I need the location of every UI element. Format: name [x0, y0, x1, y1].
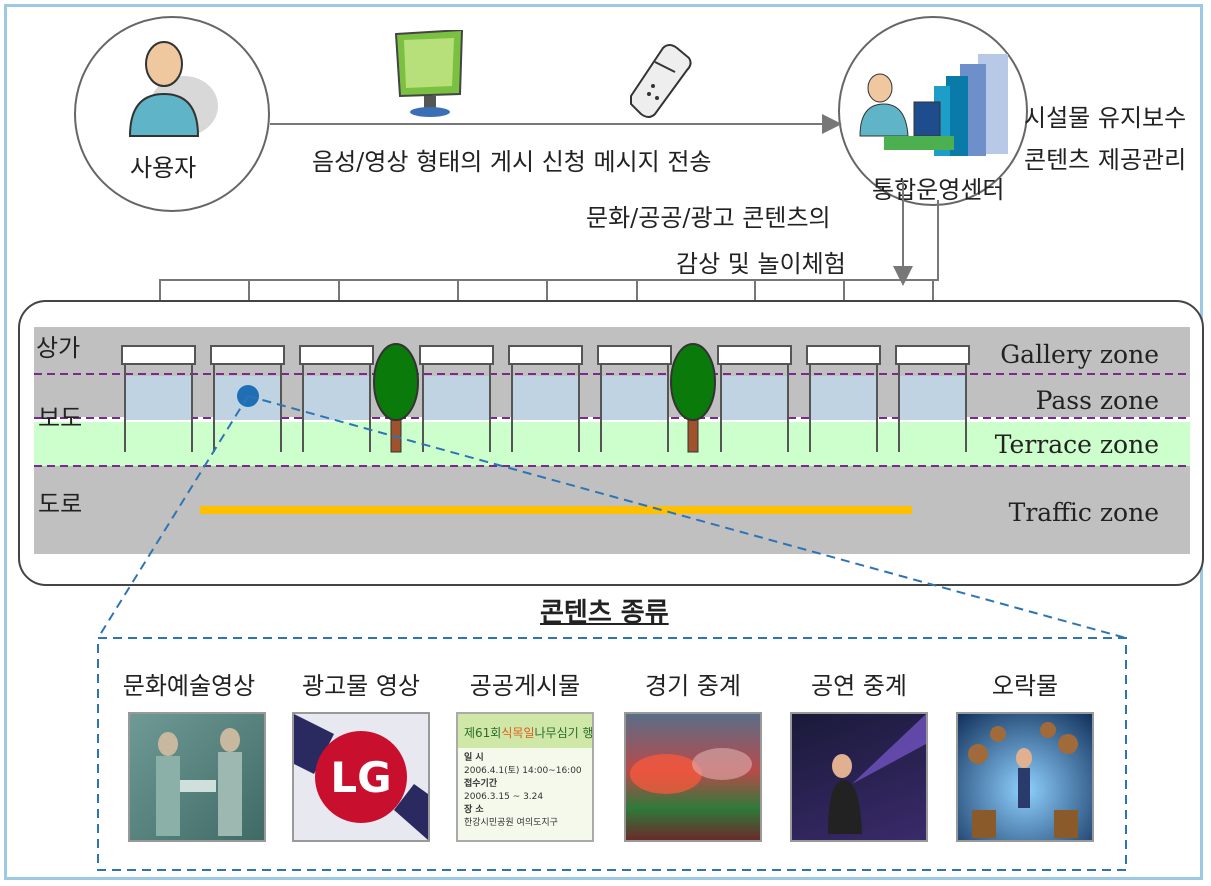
user-label: 사용자: [130, 154, 197, 182]
thumb-sports: [624, 712, 762, 842]
lg-logo-text: LG: [330, 753, 391, 802]
thumb-culture-art: [128, 712, 266, 842]
poster-row2-label: 접수기간: [464, 779, 498, 789]
poster-row2-value: 2006.3.15 ~ 3.24: [464, 792, 544, 802]
trees: [373, 343, 716, 453]
center-side-label-2: 콘텐츠 제공관리: [1024, 146, 1187, 174]
contents-box: [97, 637, 1127, 871]
poster-title-highlight: 식목일: [501, 726, 535, 740]
center-node: 통합운영센터: [838, 16, 1028, 206]
poster-title-prefix: 제61회: [464, 726, 502, 740]
center-label: 통합운영센터: [872, 176, 1005, 204]
category-ad-video: 광고물 영상: [301, 672, 421, 700]
thumb-concert: [790, 712, 928, 842]
side-label-shops: 상가: [36, 334, 81, 362]
poster-row1-label: 일 시: [464, 753, 484, 763]
request-label: 음성/영상 형태의 게시 신청 메시지 전송: [312, 148, 712, 176]
monitor-icon: [394, 30, 464, 117]
category-performance-broadcast: 공연 중계: [811, 672, 907, 700]
poster-row3-label: 장 소: [464, 805, 484, 815]
poster-title-suffix: 나무심기 행사: [534, 726, 592, 740]
center-side-label-1: 시설물 유지보수: [1024, 104, 1187, 132]
user-node: 사용자: [74, 16, 270, 212]
zone-pass: Pass zone: [1035, 386, 1159, 415]
zone-gallery: Gallery zone: [1000, 340, 1159, 369]
user-icon: [128, 41, 218, 137]
thumb-public-notice: 제61회식목일나무심기 행사 일 시 2006.4.1(토) 14:00~16:…: [456, 712, 594, 842]
mobile-phone-icon: [630, 44, 692, 118]
category-public-notice: 공공게시물: [469, 672, 581, 700]
operation-center-icon: [859, 54, 1008, 156]
thumb-lg-ad: LG: [292, 712, 430, 842]
poster-row3-value: 한강시민공원 여의도지구: [464, 818, 558, 828]
side-label-sidewalk: 보도: [38, 404, 83, 432]
contents-title: 콘텐츠 종류: [540, 598, 669, 628]
content-label-line2: 감상 및 놀이체험: [676, 250, 846, 278]
content-label-line1: 문화/공공/광고 콘텐츠의: [586, 204, 831, 232]
zone-traffic: Traffic zone: [1008, 498, 1159, 527]
category-culture-art-video: 문화예술영상: [122, 672, 256, 700]
poster-row1-value: 2006.4.1(토) 14:00~16:00: [464, 766, 582, 776]
side-label-road: 도로: [38, 490, 83, 518]
kiosks: [121, 345, 970, 452]
thumb-entertainment: [956, 712, 1094, 842]
category-sports-broadcast: 경기 중계: [645, 672, 741, 700]
zone-terrace: Terrace zone: [994, 430, 1159, 459]
category-entertainment: 오락물: [991, 672, 1059, 700]
